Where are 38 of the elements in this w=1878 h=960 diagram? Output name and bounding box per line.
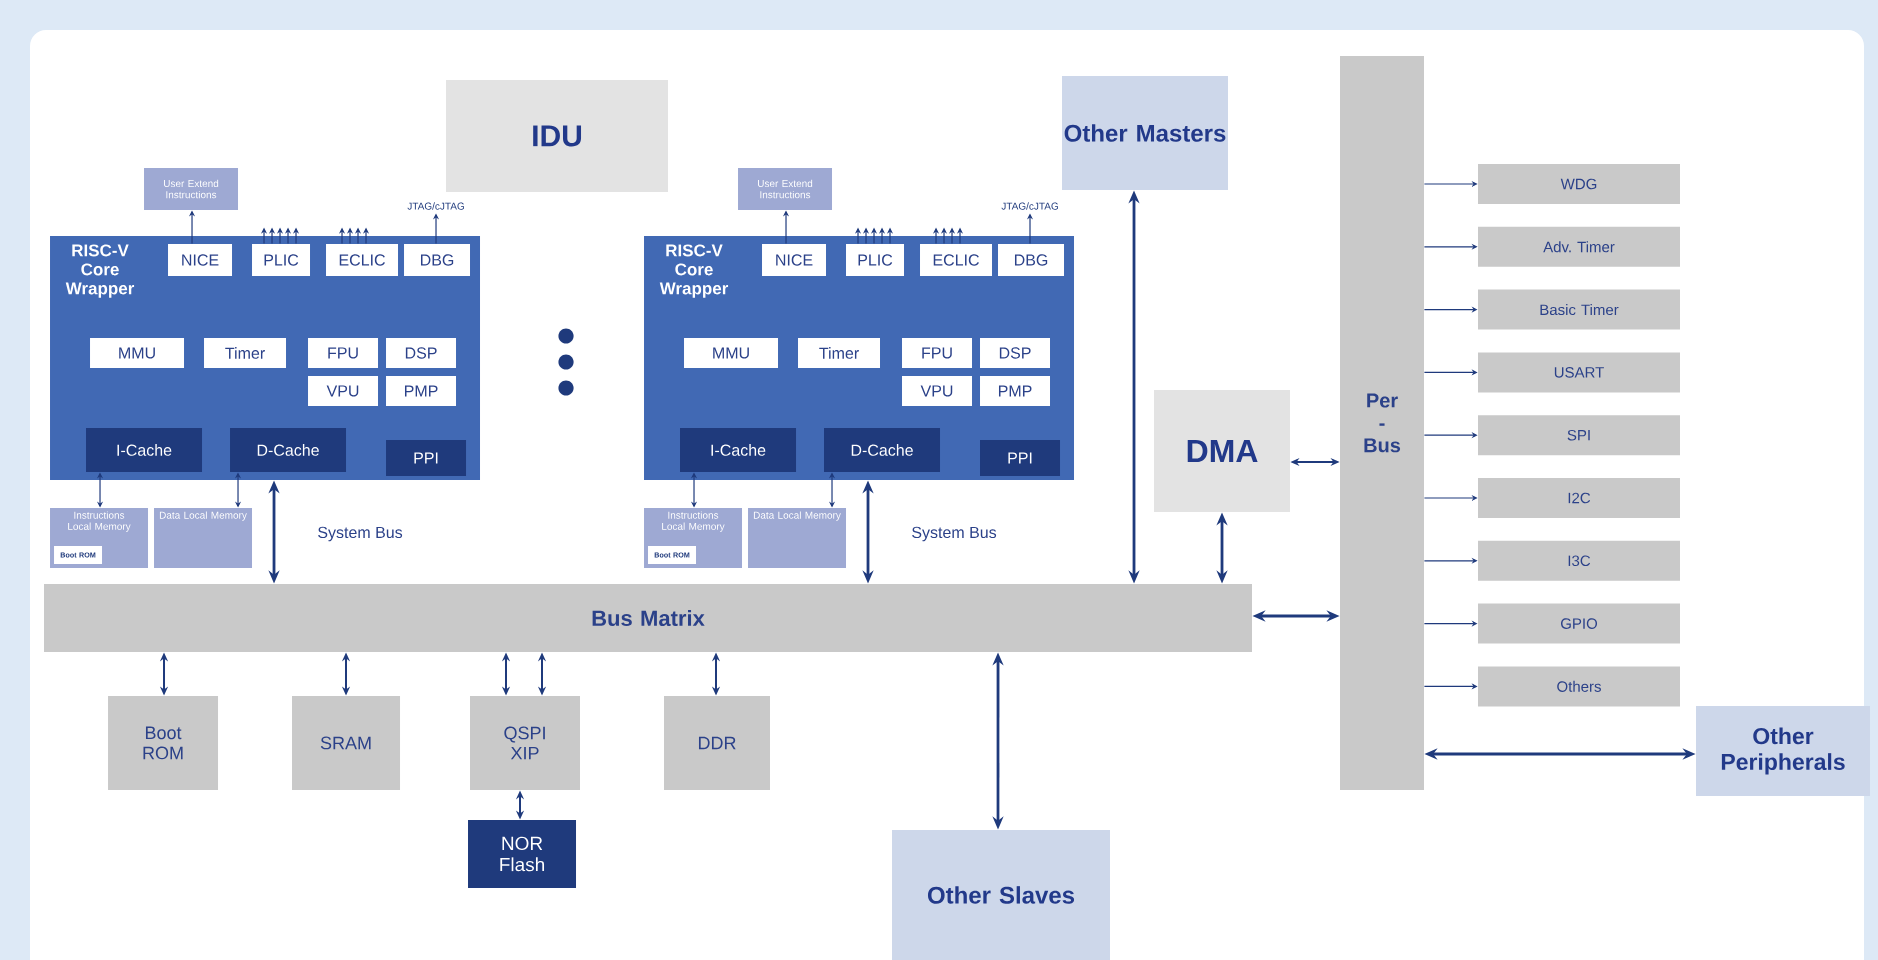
unit-box: Other Peripherals xyxy=(1696,706,1870,796)
module-box: PLIC xyxy=(252,244,310,276)
module-box: ECLIC xyxy=(326,244,398,276)
unit-box: DMA xyxy=(1154,390,1290,512)
memory-box: SRAM xyxy=(292,696,400,790)
cache-box: D-Cache xyxy=(824,428,940,472)
module-box: ECLIC xyxy=(920,244,992,276)
module-box: DSP xyxy=(980,338,1050,368)
module-box: DSP xyxy=(386,338,456,368)
module-box: FPU xyxy=(308,338,378,368)
module-box: PLIC xyxy=(846,244,904,276)
cache-box: PPI xyxy=(386,440,466,476)
module-box: DBG xyxy=(998,244,1064,276)
bus-bar: Bus Matrix xyxy=(44,584,1252,652)
bus-bar: Per - Bus xyxy=(1340,56,1424,790)
module-box: VPU xyxy=(902,376,972,406)
memory-box: DDR xyxy=(664,696,770,790)
module-box: NICE xyxy=(168,244,232,276)
module-box: FPU xyxy=(902,338,972,368)
module-box: PMP xyxy=(980,376,1050,406)
memory-box: QSPI XIP xyxy=(470,696,580,790)
module-box: Timer xyxy=(798,338,880,368)
cache-box: I-Cache xyxy=(680,428,796,472)
unit-box: Other Masters xyxy=(1062,76,1228,190)
module-box: PMP xyxy=(386,376,456,406)
cache-box: D-Cache xyxy=(230,428,346,472)
unit-box: Other Slaves xyxy=(892,830,1110,960)
cache-box: PPI xyxy=(980,440,1060,476)
memory-box: Boot ROM xyxy=(108,696,218,790)
cache-box: I-Cache xyxy=(86,428,202,472)
module-box: MMU xyxy=(90,338,184,368)
module-box: NICE xyxy=(762,244,826,276)
module-box: Timer xyxy=(204,338,286,368)
unit-box: IDU xyxy=(446,80,668,192)
module-box: VPU xyxy=(308,376,378,406)
module-box: MMU xyxy=(684,338,778,368)
flash-box: NOR Flash xyxy=(468,820,576,888)
module-box: DBG xyxy=(404,244,470,276)
